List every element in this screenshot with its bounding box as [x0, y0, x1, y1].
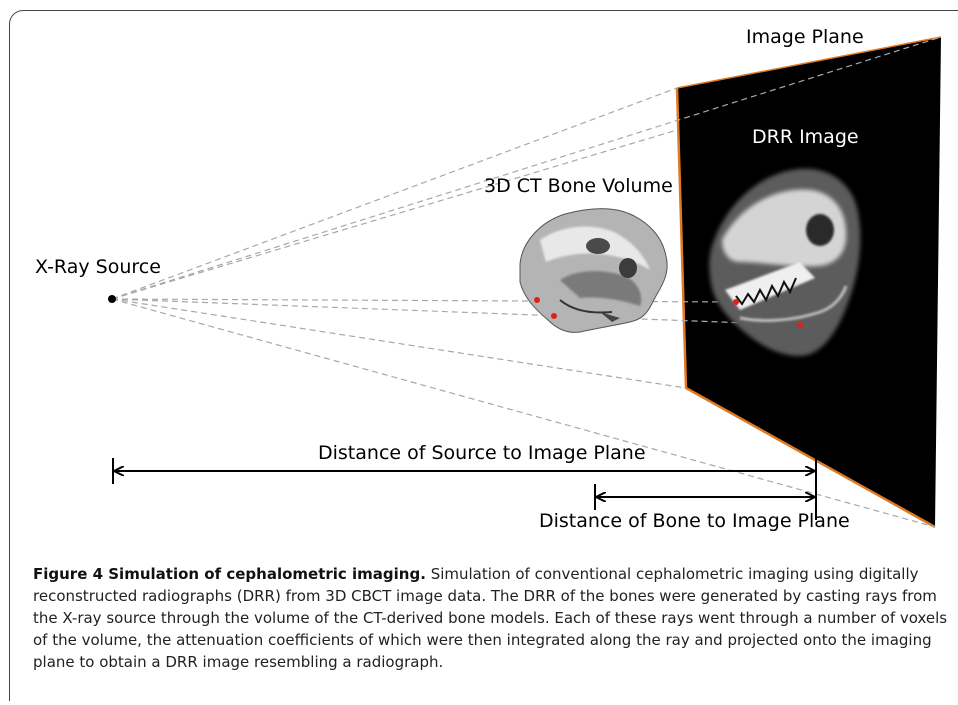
ct-bone-volume	[520, 209, 667, 333]
xray-source-point	[108, 295, 116, 303]
image-plane-label: Image Plane	[746, 28, 864, 47]
figure-caption: Figure 4 Simulation of cephalometric ima…	[33, 563, 948, 673]
bone-distance-dimension	[595, 484, 814, 510]
bone-distance-label: Distance of Bone to Image Plane	[539, 512, 850, 531]
source-distance-label: Distance of Source to Image Plane	[318, 444, 646, 463]
caption-title: Figure 4 Simulation of cephalometric ima…	[33, 565, 426, 583]
landmark-ct-upper	[534, 297, 540, 303]
drr-image-label: DRR Image	[752, 128, 859, 147]
xray-source-label: X-Ray Source	[35, 258, 161, 277]
ct-volume-label: 3D CT Bone Volume	[484, 177, 673, 196]
landmark-ct-lower	[551, 313, 557, 319]
landmark-drr-upper	[733, 299, 739, 305]
landmark-drr-lower	[797, 322, 803, 328]
